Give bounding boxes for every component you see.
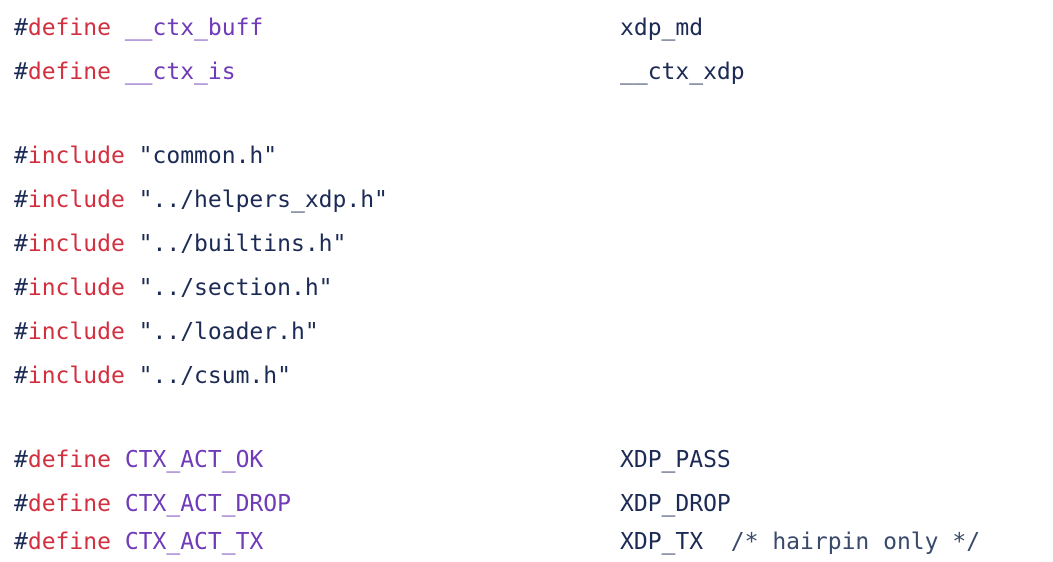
macro-value: __ctx_xdp — [620, 59, 745, 85]
code-comment: /* hairpin only */ — [730, 529, 981, 555]
include-path: "../csum.h" — [138, 363, 291, 389]
macro-name: CTX_ACT_TX — [124, 529, 264, 555]
macro-value: XDP_TX — [620, 529, 704, 555]
include-line-common: #include "common.h" — [14, 140, 277, 172]
hash-symbol: # — [14, 15, 28, 41]
define-line-ctx-act-tx: #define CTX_ACT_TX — [14, 526, 263, 558]
define-keyword: define — [27, 529, 111, 555]
include-path: "../helpers_xdp.h" — [138, 187, 388, 213]
include-path: "../builtins.h" — [138, 231, 347, 257]
macro-name: __ctx_buff — [124, 15, 264, 41]
include-line-section: #include "../section.h" — [14, 272, 333, 304]
hash-symbol: # — [14, 363, 28, 389]
macro-value-with-comment: XDP_TX /* hairpin only */ — [620, 526, 980, 558]
macro-name: CTX_ACT_OK — [124, 447, 264, 473]
include-keyword: include — [27, 187, 125, 213]
hash-symbol: # — [14, 491, 28, 517]
include-line-csum: #include "../csum.h" — [14, 360, 291, 392]
hash-symbol: # — [14, 447, 28, 473]
macro-name: __ctx_is — [124, 59, 236, 85]
hash-symbol: # — [14, 59, 28, 85]
macro-value: xdp_md — [620, 15, 704, 41]
include-path: "../section.h" — [138, 275, 333, 301]
include-path: "common.h" — [138, 143, 278, 169]
include-line-builtins: #include "../builtins.h" — [14, 228, 346, 260]
include-line-helpers-xdp: #include "../helpers_xdp.h" — [14, 184, 388, 216]
hash-symbol: # — [14, 275, 28, 301]
define-keyword: define — [27, 491, 111, 517]
hash-symbol: # — [14, 319, 28, 345]
hash-symbol: # — [14, 529, 28, 555]
macro-value: XDP_DROP — [620, 491, 731, 517]
include-line-loader: #include "../loader.h" — [14, 316, 319, 348]
define-line-ctx-act-drop: #define CTX_ACT_DROP — [14, 488, 291, 520]
include-keyword: include — [27, 143, 125, 169]
hash-symbol: # — [14, 187, 28, 213]
hash-symbol: # — [14, 143, 28, 169]
include-keyword: include — [27, 363, 125, 389]
macro-name: CTX_ACT_DROP — [124, 491, 291, 517]
define-line-ctx-act-ok: #define CTX_ACT_OK — [14, 444, 263, 476]
define-keyword: define — [27, 15, 111, 41]
define-line-ctx-is: #define __ctx_is — [14, 56, 236, 88]
include-keyword: include — [27, 231, 125, 257]
macro-value: XDP_PASS — [620, 447, 731, 473]
include-keyword: include — [27, 275, 125, 301]
hash-symbol: # — [14, 231, 28, 257]
define-line-ctx-buff: #define __ctx_buff — [14, 12, 263, 44]
include-path: "../loader.h" — [138, 319, 319, 345]
define-keyword: define — [27, 447, 111, 473]
include-keyword: include — [27, 319, 125, 345]
define-keyword: define — [27, 59, 111, 85]
